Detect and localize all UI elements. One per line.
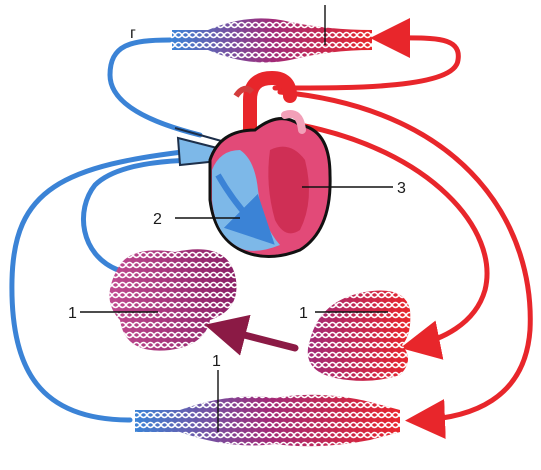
label-capillary-bottom: 1 (212, 353, 221, 370)
capillary-bed-left (109, 249, 236, 350)
label-capillary-right: 1 (299, 305, 308, 322)
label-capillary-left: 1 (68, 305, 77, 322)
veins (12, 40, 205, 420)
capillary-bed-right (308, 290, 411, 380)
portal-arrow (225, 330, 295, 348)
vein-top-left (110, 40, 200, 135)
heart (175, 78, 330, 257)
capillary-bed-top (172, 18, 372, 62)
label-top-left: г (130, 25, 136, 42)
label-heart-3: 3 (397, 180, 406, 197)
label-heart-2: 2 (153, 211, 162, 228)
capillary-bed-bottom (135, 395, 400, 446)
